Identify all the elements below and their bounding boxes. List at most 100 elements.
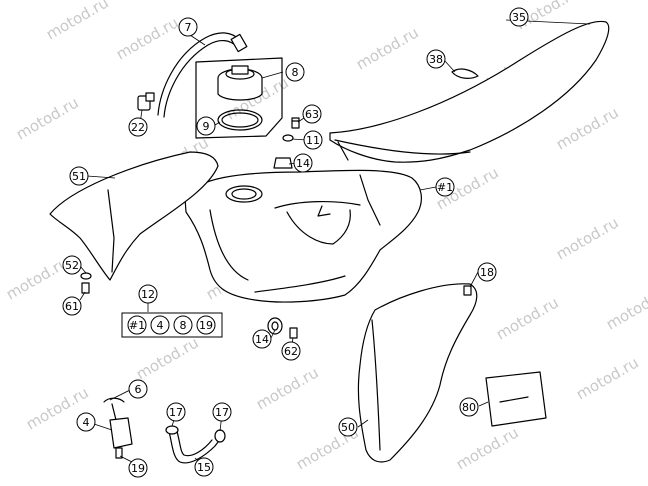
callout-label: 61: [65, 300, 79, 313]
callout-circle: [194, 457, 214, 477]
callout-c6: 6: [128, 379, 148, 399]
callout-circle: [459, 397, 479, 417]
callout-circle: [128, 379, 148, 399]
callout-label: 12: [141, 288, 155, 301]
watermark-text: motod.ru: [553, 213, 622, 263]
callout-c12: 12: [138, 284, 158, 304]
callout-c4: 4: [76, 412, 96, 432]
right-spoiler: [357, 283, 478, 463]
callout-circle: [302, 104, 322, 124]
watermark-text: motod.ru: [113, 13, 182, 63]
callout-c62: 62: [281, 341, 301, 361]
bolt-62: [289, 327, 298, 339]
callout-label: 22: [131, 121, 145, 134]
kit-member-circle: [196, 315, 216, 335]
kit-member: #1: [127, 315, 147, 335]
callout-c9: 9: [196, 116, 216, 136]
kit-member-label: 8: [180, 319, 187, 332]
kit-member-label: #1: [129, 319, 145, 332]
callout-c18: 18: [477, 262, 497, 282]
kit-member: 8: [173, 315, 193, 335]
fuel-tank: [184, 169, 422, 303]
callout-label: 19: [131, 462, 145, 475]
callout-c35: 35: [509, 7, 529, 27]
callout-circle: [62, 255, 82, 275]
callout-circle: [426, 49, 446, 69]
callout-circle: [128, 117, 148, 137]
kit-member-label: 4: [157, 319, 164, 332]
kit-member: 19: [196, 315, 216, 335]
callout-c38: 38: [426, 49, 446, 69]
callout-circle: [477, 262, 497, 282]
callout-label: 38: [429, 53, 443, 66]
callout-label: 4: [83, 416, 90, 429]
callout-label: 50: [341, 421, 355, 434]
watermark-text: motod.ru: [133, 333, 202, 383]
callout-circle: [252, 329, 272, 349]
callout-c17b: 17: [212, 402, 232, 422]
callout-label: 14: [296, 157, 310, 170]
callout-circle: [509, 7, 529, 27]
callout-c52: 52: [62, 255, 82, 275]
callout-label: 8: [292, 66, 299, 79]
seat: [329, 20, 610, 163]
fuel-hose-7: [157, 32, 248, 118]
callout-label: #1: [437, 181, 453, 194]
watermark-text: motod.ru: [493, 293, 562, 343]
fuel-cap-assembly: [195, 57, 283, 139]
callout-c14b: 14: [252, 329, 272, 349]
washer-52: [80, 272, 92, 280]
callout-label: 62: [284, 345, 298, 358]
callout-circle: [62, 296, 82, 316]
callout-c80: 80: [459, 397, 479, 417]
callout-label: 80: [462, 401, 476, 414]
kit-member-circle: [150, 315, 170, 335]
left-spoiler: [49, 151, 219, 281]
kit-member: 4: [150, 315, 170, 335]
kit-member-circle: [127, 315, 147, 335]
callout-c14a: 14: [293, 153, 313, 173]
watermark-text: motod.ru: [573, 353, 642, 403]
callout-label: 14: [255, 333, 269, 346]
callout-c50: 50: [338, 417, 358, 437]
callout-c22: 22: [128, 117, 148, 137]
callout-c7: 7: [178, 17, 198, 37]
grommet-14-top: [273, 157, 293, 169]
washer-11: [282, 134, 294, 142]
fuel-tap: [103, 397, 133, 459]
callout-c1a: #1: [435, 177, 455, 197]
callout-circle: [138, 284, 158, 304]
kit-member-circle: [173, 315, 193, 335]
callout-c8: 8: [285, 62, 305, 82]
callout-circle: [303, 130, 323, 150]
callout-label: 11: [306, 134, 320, 147]
callout-c63: 63: [302, 104, 322, 124]
watermark-text: motod.ru: [553, 103, 622, 153]
watermark-text: motod.ru: [353, 23, 422, 73]
grommet-14-lower: [267, 317, 283, 335]
watermark-text: motod.ru: [3, 253, 72, 303]
callout-label: 15: [197, 461, 211, 474]
callout-label: 17: [215, 406, 229, 419]
callout-circle: [166, 402, 186, 422]
callout-c15: 15: [194, 457, 214, 477]
callout-circle: [338, 417, 358, 437]
bolt-61: [81, 282, 90, 294]
kit-member-label: 19: [199, 319, 213, 332]
callout-label: 35: [512, 11, 526, 24]
callout-circle: [293, 153, 313, 173]
callout-label: 18: [480, 266, 494, 279]
watermark-text: motod.ru: [13, 93, 82, 143]
callout-c19: 19: [128, 458, 148, 478]
watermark-text: motod.ru: [603, 283, 648, 333]
callout-label: 9: [203, 120, 210, 133]
callout-circle: [69, 166, 89, 186]
callout-label: 51: [72, 170, 86, 183]
callout-c61: 61: [62, 296, 82, 316]
callout-circle: [128, 458, 148, 478]
callout-label: 6: [135, 383, 142, 396]
callout-circle: [285, 62, 305, 82]
